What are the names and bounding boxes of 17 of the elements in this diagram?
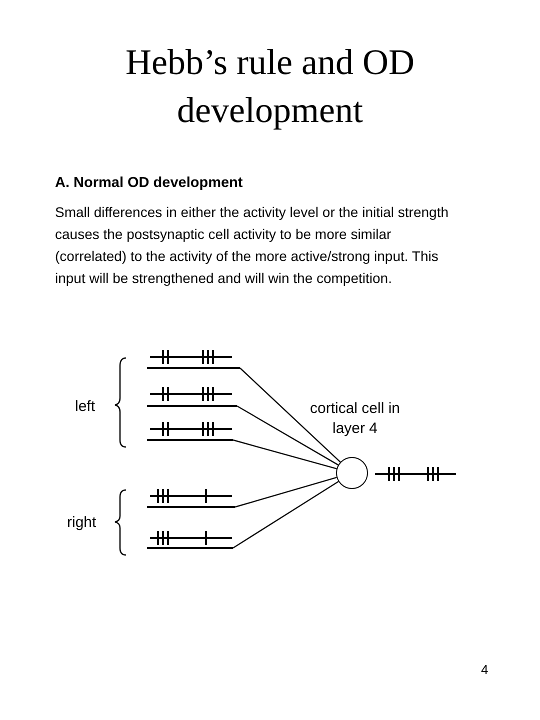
axon-line [232, 481, 339, 548]
axon-line [236, 405, 338, 466]
section-heading: A. Normal OD development [55, 174, 244, 193]
axon-line [234, 476, 337, 508]
cell-label: cortical cell in layer 4 [308, 399, 402, 439]
description-paragraph: Small differences in either the activity level or the initial strength causes the postsynaptic cell activity to be more similar (correlated) to the activity of the more active/strong input. This input will be strengthened and will win the competition. [55, 203, 450, 288]
input-fiber-line [147, 367, 240, 369]
group-label: left [75, 397, 96, 417]
group-label: right [67, 513, 96, 533]
input-fiber-line [147, 439, 233, 441]
axon-line [240, 368, 341, 462]
input-fiber-line [147, 405, 237, 407]
input-fiber-line [147, 506, 235, 508]
title: Hebb’s rule and OD development [124, 41, 416, 132]
page-number: 4 [481, 661, 488, 679]
axon-line [232, 439, 337, 470]
input-fiber-line [147, 547, 233, 549]
